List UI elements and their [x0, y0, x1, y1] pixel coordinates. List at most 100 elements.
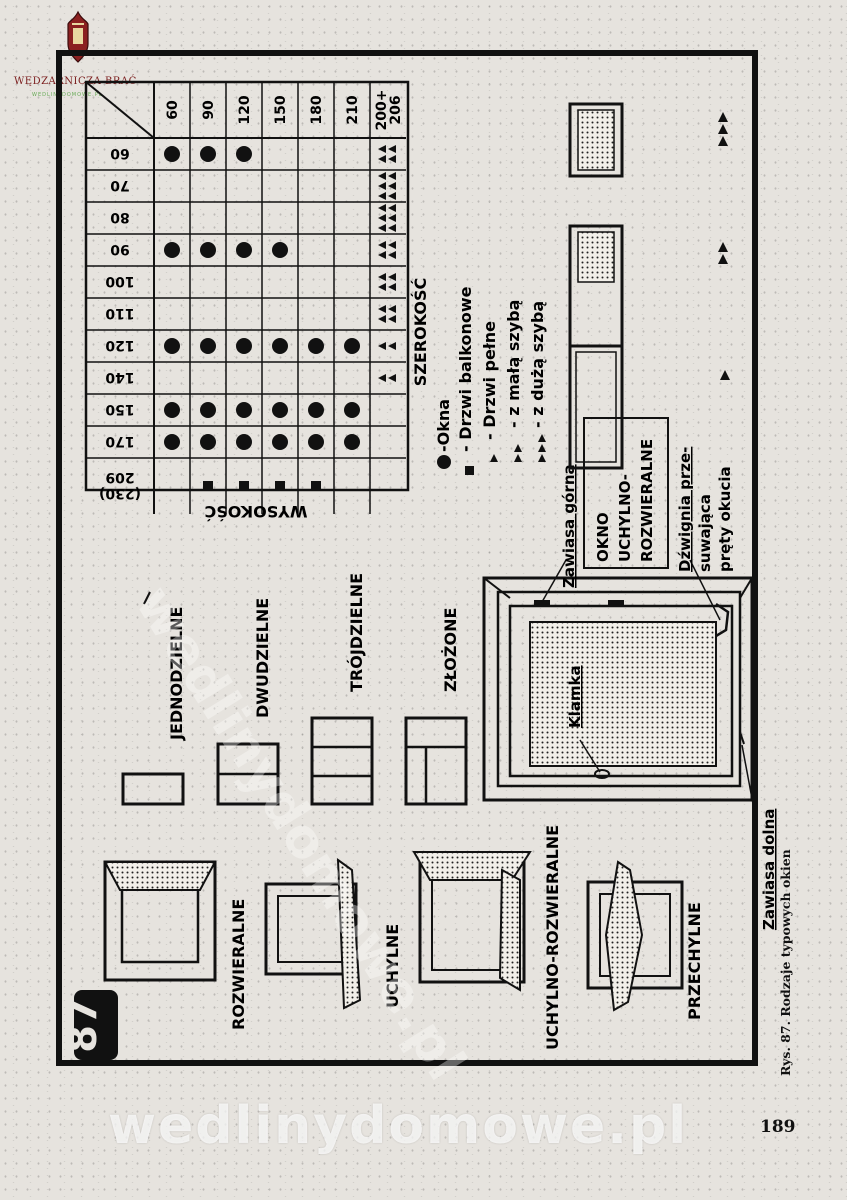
table-cell-circle — [236, 338, 252, 354]
table-cell-circle — [344, 434, 360, 450]
table-height-header: 90 — [201, 100, 217, 120]
table-height-header: 206 — [388, 95, 404, 124]
sketch-uchylno-rozwieralne — [412, 851, 532, 992]
table-cell-square — [203, 481, 213, 491]
dzwignia-line-1: Dźwignia prze- — [676, 447, 694, 572]
dzwignia-line-3: pręty okucia — [716, 466, 734, 572]
label-rozwieralne: ROZWIERALNE — [229, 899, 248, 1030]
table-cell-triangle — [378, 283, 386, 291]
stray-mark — [143, 591, 151, 605]
label-jednodzielne: JEDNODZIELNE — [167, 607, 186, 741]
leader-klamka — [579, 739, 601, 773]
table-cell-triangle — [388, 155, 396, 163]
label-zawiasa-dolna: Zawiasa dolna — [760, 809, 778, 930]
okno-line-1: OKNO — [594, 512, 612, 562]
table-cell-circle — [308, 402, 324, 418]
leader-zawiasa-gorna — [541, 559, 567, 603]
table-cell-triangle — [388, 214, 396, 222]
table-cell-square — [311, 481, 321, 491]
table-cell-triangle — [388, 192, 396, 200]
table-cell-triangle — [378, 315, 386, 323]
table-cell-triangle — [378, 224, 386, 232]
table-width-header: 100 — [105, 273, 134, 289]
table-cell-circle — [164, 338, 180, 354]
table-cell-circle — [236, 242, 252, 258]
table-cell-triangle — [378, 155, 386, 163]
publisher-logo: WĘDZARNICZA BRAĆ WEDLINYDOMOWE.PL — [8, 10, 148, 100]
table-cell-triangle — [388, 204, 396, 212]
legend-okna: -Okna — [434, 399, 453, 452]
sketch-uchylne — [264, 857, 362, 1010]
label-zlozone: ZŁOŻONE — [441, 608, 460, 692]
table-height-label: WYSOKOŚĆ — [205, 502, 308, 521]
table-cell-triangle — [378, 214, 386, 222]
table-cell-circle — [164, 434, 180, 450]
door-sketch-mala-szyba — [568, 224, 728, 348]
label-przechylne: PRZECHYLNE — [685, 902, 704, 1020]
table-height-header: 210 — [345, 95, 361, 124]
table-width-header: 209 — [105, 469, 134, 485]
table-cell-triangle — [378, 241, 386, 249]
table-width-header: 110 — [105, 305, 134, 321]
table-cell-circle — [308, 338, 324, 354]
table-cell-circle — [344, 402, 360, 418]
table-cell-circle — [272, 242, 288, 258]
table-cell-circle — [164, 402, 180, 418]
table-cell-triangle — [388, 342, 396, 350]
sketch-jednodzielne — [121, 772, 185, 806]
label-klamka: Klamka — [566, 665, 584, 728]
table-width-header: 150 — [105, 401, 134, 417]
label-uchylno-rozwieralne: UCHYLNO-ROZWIERALNE — [543, 825, 562, 1050]
table-height-header: 200+ — [374, 90, 390, 131]
table-width-header: (230) — [99, 485, 141, 501]
legend-drzwi-pelne: - Drzwi pełne — [480, 321, 499, 440]
label-trojdzielne: TRÓJDZIELNE — [347, 573, 366, 692]
table-cell-triangle — [388, 172, 396, 180]
table-width-header: 140 — [105, 369, 134, 385]
table-cell-triangle — [378, 374, 386, 382]
table-cell-square — [275, 481, 285, 491]
table-cell-triangle — [388, 374, 396, 382]
label-zawiasa-gorna: Zawiasa górna — [560, 464, 578, 588]
table-cell-circle — [272, 338, 288, 354]
table-cell-triangle — [378, 251, 386, 259]
table-height-header: 120 — [237, 95, 253, 124]
table-width-header: 170 — [105, 433, 134, 449]
table-cell-triangle — [378, 145, 386, 153]
table-cell-circle — [236, 402, 252, 418]
table-cell-triangle — [388, 283, 396, 291]
table-cell-circle — [200, 434, 216, 450]
table-cell-triangle — [378, 204, 386, 212]
table-height-header: 60 — [165, 100, 181, 120]
table-cell-triangle — [388, 182, 396, 190]
leader-dzwignia — [689, 559, 721, 621]
table-cell-triangle — [388, 315, 396, 323]
label-dwudzielne: DWUDZIELNE — [253, 598, 272, 718]
okno-line-2: UCHYLNO- — [616, 474, 634, 562]
table-cell-triangle — [388, 273, 396, 281]
table-cell-triangle — [388, 241, 396, 249]
figure-frame — [56, 50, 758, 1066]
table-cell-circle — [308, 434, 324, 450]
table-width-label: SZEROKOŚĆ — [411, 278, 430, 387]
page-number: 189 — [760, 1117, 796, 1137]
figure-number: 87 — [60, 990, 118, 1060]
table-height-header: 150 — [273, 95, 289, 124]
table-cell-triangle — [388, 251, 396, 259]
table-cell-triangle — [388, 305, 396, 313]
legend-circle-icon — [437, 455, 451, 469]
table-cell-circle — [200, 146, 216, 162]
table-cell-triangle — [378, 192, 386, 200]
door-sketch-duza-szyba — [568, 102, 728, 178]
table-cell-circle — [236, 434, 252, 450]
legend-triangle1-icon — [490, 454, 498, 462]
table-cell-circle — [344, 338, 360, 354]
legend-drzwi-balkonowe: - Drzwi balkonowe — [456, 286, 475, 452]
table-cell-circle — [164, 146, 180, 162]
window-detail-drawing — [482, 576, 754, 802]
table-cell-triangle — [388, 224, 396, 232]
table-cell-triangle — [378, 342, 386, 350]
table-cell-circle — [236, 146, 252, 162]
bottom-watermark: wedlinydomowe.pl — [108, 1096, 689, 1156]
